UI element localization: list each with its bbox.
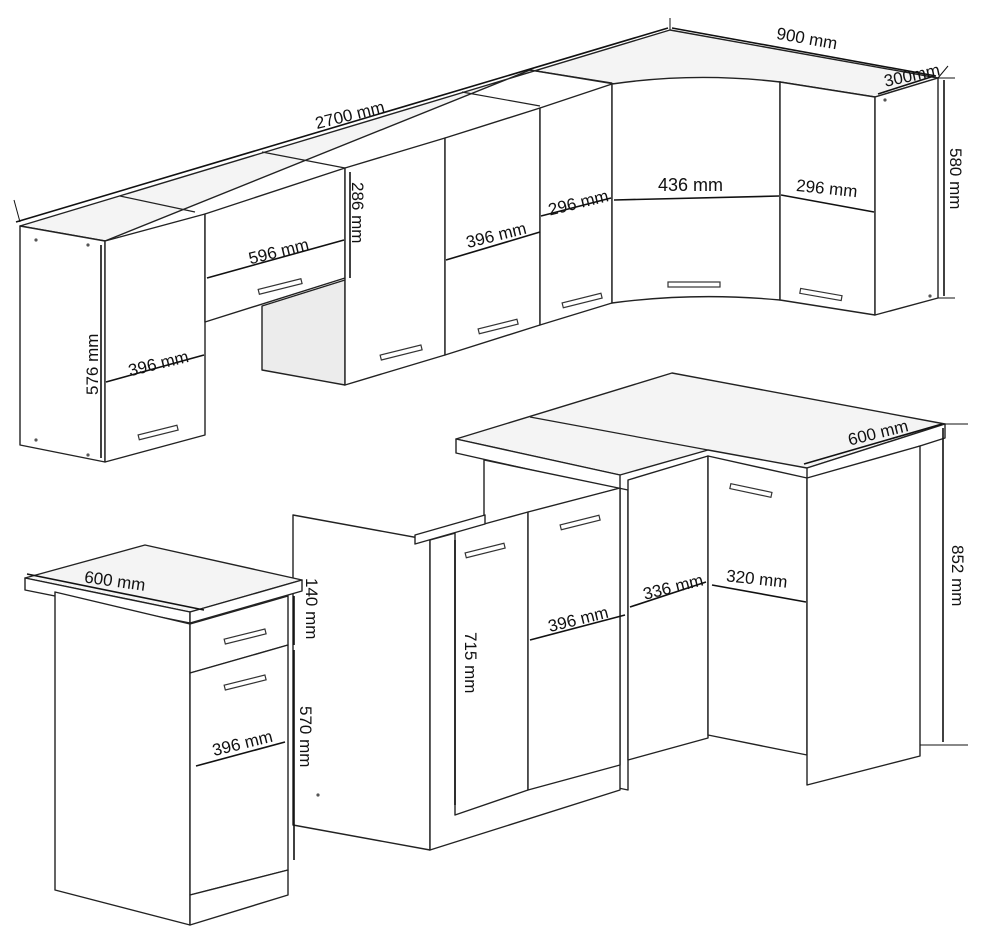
- dim-line-596: [206, 239, 345, 279]
- label-140: 140 mm: [302, 578, 321, 639]
- corner-base-front: [627, 455, 709, 761]
- dim-line-336: [629, 581, 707, 608]
- dim-line-296-left: [540, 197, 612, 217]
- dim-line-396-drawer: [195, 741, 286, 767]
- upper-door-a: [344, 137, 446, 386]
- dim-line-2700: [15, 27, 669, 223]
- dim-line-436: [613, 195, 780, 201]
- sink-door-right: [527, 487, 621, 791]
- dim-line-600-left: [26, 573, 205, 611]
- label-852: 852 mm: [948, 545, 967, 606]
- label-715: 715 mm: [461, 632, 480, 693]
- dim-line-300: [877, 75, 935, 95]
- right-base-door: [707, 455, 808, 756]
- dim-line-396-sink: [529, 614, 626, 641]
- dim-line-296-right: [780, 194, 875, 213]
- dim-line-396-upper: [105, 354, 205, 383]
- label-580: 580 mm: [946, 148, 965, 209]
- upper-right-side: [874, 77, 939, 316]
- upper-cabinets: [19, 29, 939, 463]
- dim-line-600-right: [803, 423, 943, 465]
- dim-line-396-mid: [445, 231, 541, 261]
- upper-right-door: [779, 81, 876, 316]
- dimension-lines: [13, 18, 968, 860]
- drawer-unit-side: [54, 591, 191, 926]
- sink-side-panel: [292, 514, 431, 851]
- label-570: 570 mm: [296, 706, 315, 767]
- label-286: 286 mm: [348, 182, 367, 243]
- dim-line-320: [711, 584, 807, 603]
- label-576: 576 mm: [83, 334, 102, 395]
- label-436: 436 mm: [658, 175, 723, 195]
- dim-line-900: [671, 27, 937, 77]
- handle: [137, 424, 179, 441]
- base-cabinets: [24, 372, 946, 926]
- upper-left-door: [104, 213, 206, 463]
- right-base-side: [806, 445, 921, 786]
